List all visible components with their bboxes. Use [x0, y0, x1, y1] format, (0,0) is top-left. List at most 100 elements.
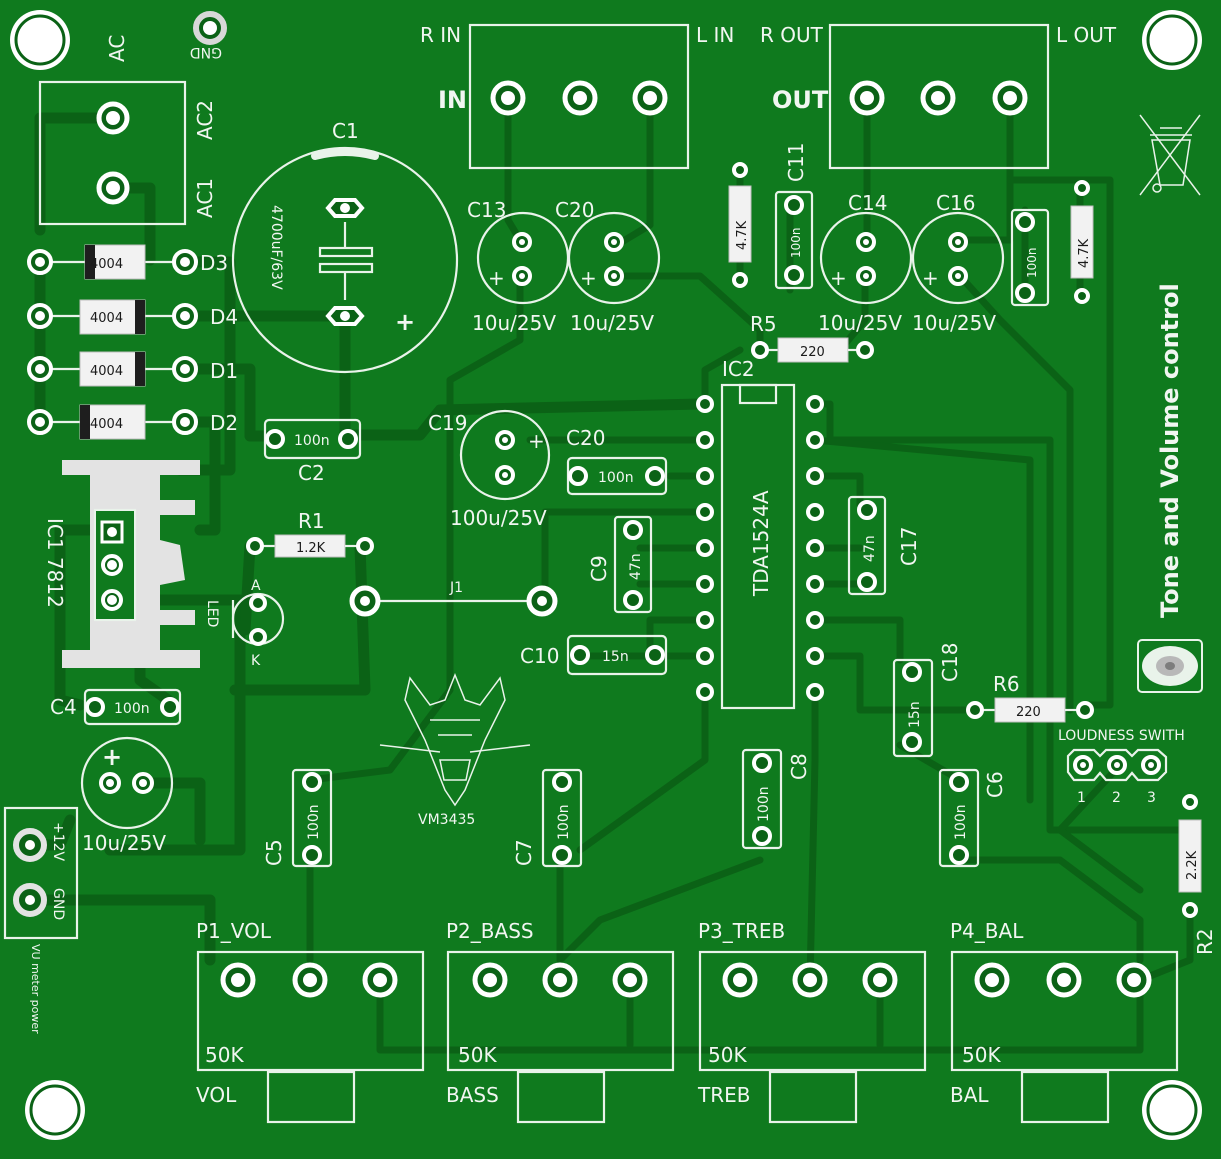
- r6-ref: R6: [993, 672, 1020, 696]
- c5-value: 100n: [306, 804, 322, 840]
- capacitor-c18: 15n C18: [892, 643, 962, 758]
- j1-ref: J1: [449, 580, 463, 596]
- p4-value: 50K: [962, 1043, 1001, 1067]
- c11-ref: C11: [784, 143, 808, 182]
- resistor-r6: 220 R6: [966, 672, 1094, 723]
- p1-value: 50K: [205, 1043, 244, 1067]
- p2-ref: P2_BASS: [446, 919, 534, 943]
- c20-ref: C20: [555, 198, 594, 222]
- c4-value: 100n: [114, 701, 150, 717]
- r5-value: 220: [800, 345, 825, 360]
- led-ref: LED: [204, 600, 220, 627]
- r-right-value: 4.7K: [1077, 238, 1092, 268]
- c5-ref: C5: [262, 839, 286, 866]
- ac2-label: AC2: [193, 100, 217, 140]
- capacitor-c7: 100n C7: [512, 768, 583, 868]
- signature-logo: VM3435: [379, 672, 531, 828]
- c17-value: 47n: [862, 535, 878, 562]
- loudness-label: LOUDNESS SWITH: [1058, 728, 1185, 744]
- c18-value: 15n: [907, 701, 923, 728]
- r-left-value: 4.7K: [735, 220, 750, 250]
- c6-value: 100n: [953, 804, 969, 840]
- p1-name: VOL: [196, 1083, 237, 1107]
- p3-ref: P3_TREB: [698, 919, 785, 943]
- capacitor-c14: + C14 10u/25V: [818, 191, 913, 335]
- capacitor-c20b: 100n C20: [566, 426, 668, 496]
- ic2-pins-right: [806, 395, 824, 701]
- diode-d1-value: 4004: [90, 364, 123, 379]
- c8-ref: C8: [787, 753, 811, 780]
- capacitor-c20: + C20 10u/25V: [555, 198, 661, 335]
- svg-text:+: +: [102, 743, 122, 771]
- capacitor-c4: 100n C4 + 10u/25V: [50, 688, 182, 855]
- svg-text:+: +: [488, 266, 505, 290]
- capacitor-c10: 15n C10: [520, 634, 668, 676]
- c20b-value: 100n: [598, 470, 634, 486]
- vu-gnd-label: GND: [50, 888, 66, 920]
- c14-value: 10u/25V: [818, 311, 902, 335]
- capacitor-c2: 100n C2: [263, 418, 362, 485]
- svg-text:+: +: [580, 266, 597, 290]
- pot-p4-bal: P4_BAL 50K BAL: [950, 919, 1179, 1124]
- c10-ref: C10: [520, 644, 559, 668]
- loudness-pin-3: 3: [1147, 790, 1156, 806]
- r1-value: 1.2K: [296, 541, 326, 556]
- r5-ref: R5: [750, 312, 777, 336]
- c13-value: 10u/25V: [472, 311, 556, 335]
- loudness-switch: LOUDNESS SWITH 1 2 3: [1058, 728, 1185, 806]
- c4-ref: C4: [50, 695, 77, 719]
- diode-d4-ref: D4: [210, 305, 238, 329]
- pot-p3-treb: P3_TREB 50K TREB: [697, 919, 927, 1124]
- c4e-value: 10u/25V: [82, 831, 166, 855]
- capacitor-c5: 100n C5: [262, 768, 333, 868]
- c16-value: 10u/25V: [912, 311, 996, 335]
- capacitor-c9: 47n C9: [587, 515, 653, 614]
- capacitor-c6: 100n C6: [938, 768, 1007, 868]
- pot-p2-bass: P2_BASS 50K BASS: [446, 919, 675, 1124]
- loudness-pin-2: 2: [1112, 790, 1121, 806]
- c7-value: 100n: [556, 804, 572, 840]
- capacitor-c16: + C16 10u/25V: [911, 191, 1005, 335]
- led-anode: A: [251, 578, 261, 594]
- p2-name: BASS: [446, 1083, 499, 1107]
- c19-ref: C19: [428, 411, 467, 435]
- ac-label: AC: [105, 35, 129, 62]
- r-out-label: R OUT: [760, 23, 824, 47]
- ic-tda1524a: IC2 TDA1524A: [696, 357, 824, 710]
- resistor-r2: 2.2K R2: [1178, 794, 1217, 955]
- c9-value: 47n: [628, 553, 644, 580]
- diode-d1-ref: D1: [210, 359, 238, 383]
- c16-ref: C16: [936, 191, 975, 215]
- resistor-4k7-left: 4.7K: [728, 162, 752, 288]
- c2-ref: C2: [298, 461, 325, 485]
- r2-ref: R2: [1193, 928, 1217, 955]
- c1-plus: +: [395, 308, 415, 336]
- ic2-label: TDA1524A: [749, 490, 773, 597]
- vu-caption: VU meter power: [29, 944, 42, 1034]
- ic2-ref: IC2: [722, 357, 755, 381]
- capacitor-c16b: 100n: [1010, 208, 1050, 307]
- c13-ref: C13: [467, 198, 506, 222]
- ac-connector: AC AC2 AC1 GND: [38, 11, 227, 226]
- output-connector: R OUT L OUT OUT: [760, 23, 1117, 170]
- speaker-icon: [1137, 639, 1203, 693]
- capacitor-c13: + C13 10u/25V: [467, 198, 570, 335]
- led: A K LED: [204, 578, 285, 669]
- l-in-label: L IN: [696, 23, 734, 47]
- c16b-value: 100n: [1025, 247, 1039, 278]
- p4-ref: P4_BAL: [950, 919, 1024, 943]
- resistor-r1: 1.2K R1: [246, 509, 374, 558]
- capacitor-c11: 100n C11: [774, 143, 814, 290]
- diode-d2-value: 4004: [90, 417, 123, 432]
- ic1-label: IC1 7812: [43, 518, 67, 608]
- c17-ref: C17: [897, 527, 921, 566]
- r6-value: 220: [1016, 705, 1041, 720]
- diodes: 4004 D3 4004 D4 4004 D1 4004 D2: [27, 244, 238, 440]
- c1-value: 4700uF/63V: [268, 205, 284, 290]
- diode-d2-ref: D2: [210, 411, 238, 435]
- c6-ref: C6: [983, 771, 1007, 798]
- signature-text: VM3435: [418, 812, 475, 828]
- c2-value: 100n: [294, 433, 330, 449]
